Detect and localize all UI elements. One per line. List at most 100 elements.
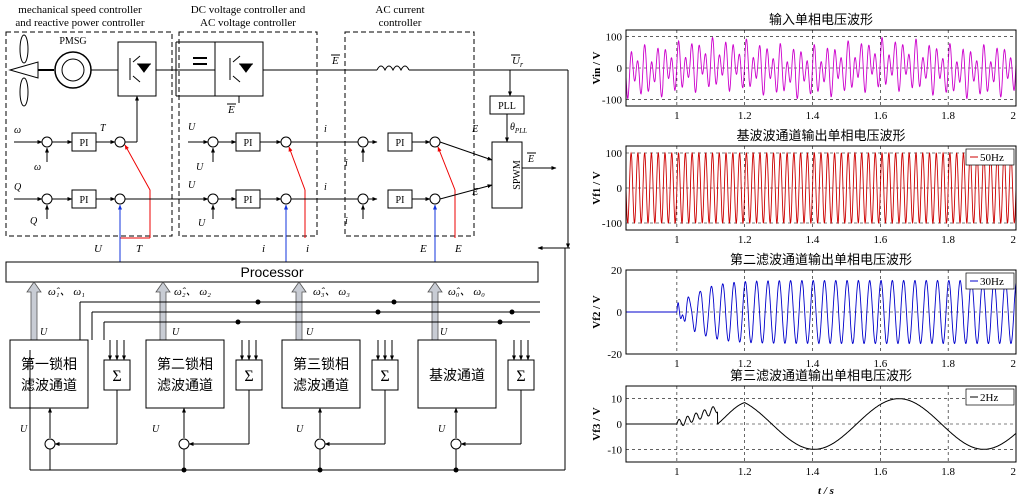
pi-label: PI <box>244 195 253 206</box>
input-junction-2 <box>178 438 190 450</box>
sum-junction-ut2 <box>207 193 219 205</box>
x-tick-label: 1.2 <box>738 110 752 122</box>
udc-label: U <box>196 162 204 173</box>
ed-label: E <box>471 124 478 135</box>
omega1-pair-label: ω̂₁、 ω₁ <box>48 286 85 298</box>
pi-label: PI <box>80 195 89 206</box>
waveform-series <box>626 398 1017 450</box>
channel1-to-processor-arrow <box>26 281 42 341</box>
x-tick-label: 2 <box>1011 234 1017 246</box>
pi-label: PI <box>396 195 405 206</box>
processor-label: Processor <box>240 264 303 280</box>
sum-junction-q <box>41 193 53 205</box>
id-label: i <box>345 158 348 169</box>
waveform-series <box>626 279 1017 345</box>
x-tick-label: 2 <box>1011 110 1017 122</box>
mech-controller-box <box>5 31 173 237</box>
x-tick-label: 1.8 <box>941 110 955 122</box>
e-q-omega-label: E <box>419 243 427 255</box>
x-tick-label: 2 <box>1011 358 1017 370</box>
rectifier-converter-icon <box>117 41 157 97</box>
wind-turbine-icon <box>8 34 54 107</box>
chart-title: 第三滤波通道输出单相电压波形 <box>730 368 912 383</box>
dc-title-line2: AC voltage controller <box>200 17 296 29</box>
channel-label: 基波通道 <box>429 367 485 383</box>
y-axis-label: Vf3 / V <box>591 407 603 440</box>
processor-block <box>5 261 539 283</box>
e-vector-label-dc: E <box>227 104 235 116</box>
channel0-to-processor-arrow <box>427 281 443 341</box>
sum-junction-torque <box>114 136 126 148</box>
t-omega-label: T <box>136 243 143 255</box>
channel-label: 滤波通道 <box>293 377 349 393</box>
inverter-converter-icon <box>214 41 264 97</box>
id-ref-label: i <box>324 124 327 135</box>
dc-title-line1: DC voltage controller and <box>191 4 306 16</box>
ut-ref-label: U <box>188 180 196 191</box>
uin1-label: U <box>20 424 28 435</box>
pi-label: PI <box>80 138 89 149</box>
chart-title: 第二滤波通道输出单相电压波形 <box>730 252 912 267</box>
y-tick-label: 0 <box>617 183 623 195</box>
legend-box <box>965 148 1015 166</box>
channel-label: 第二锁相 <box>157 356 213 372</box>
chart-title: 基波波通道输出单相电压波形 <box>736 128 905 143</box>
channel-label: 滤波通道 <box>21 377 77 393</box>
channel-block-3 <box>281 339 361 409</box>
y-tick-label: -20 <box>607 349 622 361</box>
omega-ref-label: ω <box>14 125 21 136</box>
pmsg-label: PMSG <box>59 36 86 47</box>
plot-frame <box>625 145 1017 231</box>
iq-ref-label: i <box>324 182 327 193</box>
ac-title-line2: controller <box>379 17 422 29</box>
iq-label: i <box>345 216 348 227</box>
i-d-omega-label: i <box>306 243 309 255</box>
plot-frame <box>625 385 1017 463</box>
x-tick-label: 1.2 <box>738 234 752 246</box>
sum-junction-eq <box>429 193 441 205</box>
plot-frame <box>625 269 1017 355</box>
x-tick-label: 1.4 <box>806 466 820 478</box>
channel-block-2 <box>145 339 225 409</box>
ac-title-line1: AC current <box>375 4 424 16</box>
x-tick-label: 1.8 <box>941 466 955 478</box>
y-tick-label: -10 <box>607 444 622 456</box>
y-axis-label: Vf2 / V <box>591 295 603 328</box>
u-t-omega-label: U <box>94 243 103 255</box>
sum-junction-omega <box>41 136 53 148</box>
x-tick-label: 1 <box>674 358 680 370</box>
q-ref-label: Q <box>14 182 22 193</box>
legend-box <box>965 272 1015 290</box>
pi-label: PI <box>244 138 253 149</box>
y-tick-label: -100 <box>602 95 623 107</box>
uin3-label: U <box>296 424 304 435</box>
y-tick-label: 0 <box>617 63 623 75</box>
e-d-omega-label: E <box>454 243 462 255</box>
omega2-pair-label: ω̂₂、 ω₂ <box>174 286 211 298</box>
spwm-label: SPWM <box>512 160 523 190</box>
uin2-label: U <box>152 424 160 435</box>
input-junction-3 <box>314 438 326 450</box>
y-tick-label: 10 <box>611 394 623 406</box>
y-axis-label: Vin / V <box>591 51 603 84</box>
channel2-to-processor-arrow <box>155 281 171 341</box>
chart-title: 输入单相电压波形 <box>769 12 873 27</box>
sum-junction-udc <box>207 136 219 148</box>
eq-label: E <box>471 187 478 198</box>
input-junction-4 <box>450 438 462 450</box>
pll-label: PLL <box>498 101 516 112</box>
sum-junction-ed <box>429 136 441 148</box>
waveform-series <box>625 151 1017 225</box>
y-tick-label: 100 <box>606 148 623 160</box>
spwm-output-e-label: E <box>527 154 534 165</box>
channel-label: 滤波通道 <box>157 377 213 393</box>
udc-ref-label: U <box>188 122 196 133</box>
x-tick-label: 1.6 <box>873 466 887 478</box>
dc-controller-box <box>178 31 318 237</box>
sigma-label: Σ <box>112 368 121 385</box>
x-tick-label: 1 <box>674 110 680 122</box>
